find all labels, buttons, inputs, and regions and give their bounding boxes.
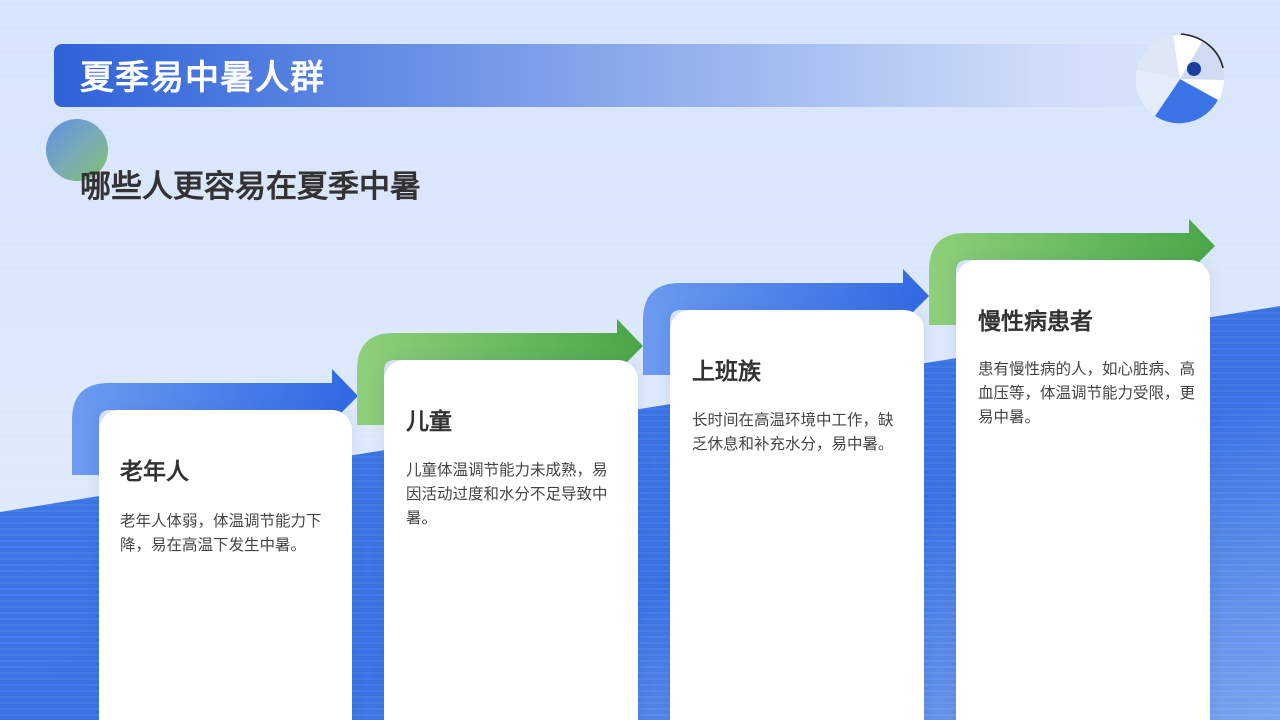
card-description: 儿童体温调节能力未成熟，易因活动过度和水分不足导致中暑。 bbox=[406, 461, 608, 527]
card-elderly bbox=[99, 410, 352, 720]
card-office-workers bbox=[670, 310, 924, 720]
beach-ball-icon bbox=[1135, 33, 1225, 124]
card-description: 患有慢性病的人，如心脏病、高血压等，体温调节能力受限，更易中暑。 bbox=[978, 360, 1196, 426]
card-description: 老年人体弱，体温调节能力下降，易在高温下发生中暑。 bbox=[120, 512, 322, 554]
card-title: 老年人 bbox=[120, 459, 189, 485]
arrow-step-1 bbox=[72, 369, 358, 475]
card-title: 儿童 bbox=[406, 409, 452, 435]
card-title: 上班族 bbox=[692, 359, 761, 385]
card-title: 慢性病患者 bbox=[978, 309, 1093, 335]
arrow-step-3 bbox=[643, 269, 929, 375]
title-bar bbox=[54, 44, 1214, 107]
arrow-step-2 bbox=[357, 319, 643, 425]
gradient-circle-icon bbox=[46, 119, 108, 181]
card-children bbox=[384, 360, 638, 720]
card-chronic-patients bbox=[956, 260, 1210, 720]
section-subtitle: 哪些人更容易在夏季中暑 bbox=[80, 169, 421, 205]
card-description: 长时间在高温环境中工作，缺乏休息和补充水分，易中暑。 bbox=[692, 411, 894, 453]
arrow-step-4 bbox=[929, 219, 1215, 325]
page-title: 夏季易中暑人群 bbox=[80, 58, 325, 98]
